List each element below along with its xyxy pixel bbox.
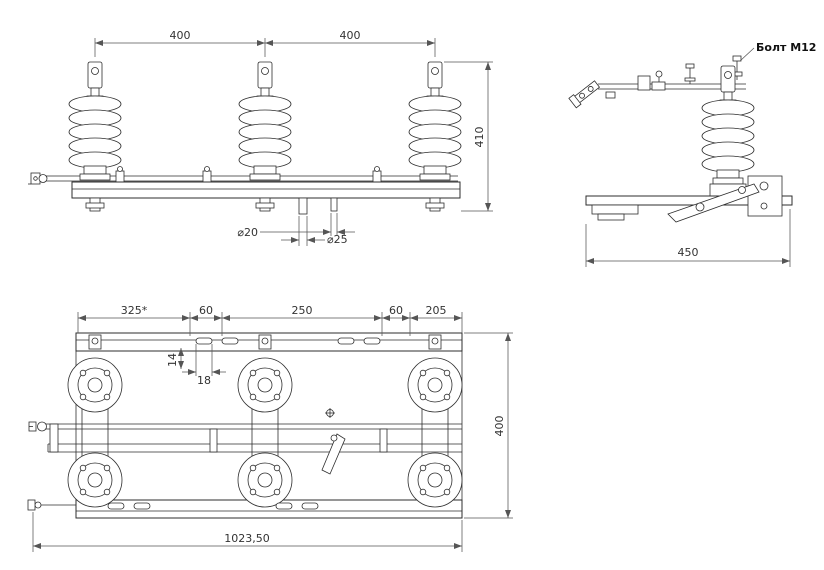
dim-label-width: 450 [678, 246, 699, 259]
shaft-handle-lower [27, 499, 76, 511]
plan-dim-chain: 325* 60 250 60 205 [77, 304, 463, 336]
shaft-post [209, 428, 218, 453]
plan-column-a [67, 334, 123, 508]
dim-label-seg3: 250 [292, 304, 313, 317]
dim-label-overall: 1023,50 [224, 532, 270, 545]
mounting-foot [85, 197, 105, 212]
mounting-foot [255, 197, 275, 212]
rod-clamp [372, 166, 382, 183]
dim-label-span-right: 400 [340, 29, 361, 42]
side-top-arm: Болт М12 [568, 41, 816, 109]
contact-jaw [605, 91, 616, 99]
plan-shaft [27, 421, 462, 511]
plan-dim-slot: 14 18 [166, 344, 226, 387]
dim-label-pin-small: ⌀20 [237, 226, 258, 239]
side-base [585, 195, 793, 221]
dim-label-span-left: 400 [170, 29, 191, 42]
dim-label-seg4: 60 [389, 304, 403, 317]
insulator-c [408, 61, 462, 181]
rod-clamp [202, 166, 212, 183]
side-dim-width: 450 [585, 209, 791, 267]
dim-label-depth: 400 [493, 416, 506, 437]
shaft-post [379, 428, 388, 453]
plan-column-b [237, 334, 293, 508]
front-dim-pin20: ⌀20 [237, 213, 355, 239]
insulator-a [68, 61, 122, 181]
dim-label-height: 410 [473, 127, 486, 148]
shaft-handle [28, 421, 47, 432]
dim-label-seg1: 325* [121, 304, 148, 317]
plan-dim-depth: 400 [464, 332, 513, 519]
insulator-b [238, 61, 292, 181]
pin-20 [330, 197, 338, 212]
arm-bolt [684, 63, 696, 84]
side-mechanism [667, 175, 783, 223]
dim-label-seg5: 205 [426, 304, 447, 317]
front-dim-pin25: ⌀25 [281, 216, 348, 246]
dim-label-seg2: 60 [199, 304, 213, 317]
plan-view: 325* 60 250 60 205 14 18 400 [27, 304, 513, 552]
flange-bottom [67, 452, 123, 508]
side-view: Болт М12 450 [568, 41, 816, 267]
dim-label-pin-large: ⌀25 [327, 233, 348, 246]
front-dim-height: 410 [444, 61, 493, 212]
plan-column-c [407, 334, 463, 508]
rod-handle [28, 172, 48, 185]
mounting-foot [425, 197, 445, 212]
base-frame [71, 181, 461, 215]
flange-bottom [407, 452, 463, 508]
bolt-m12-leader [739, 47, 755, 62]
plan-crank [321, 408, 346, 475]
flange-top [237, 357, 293, 413]
contact-blade [568, 80, 601, 109]
pin-25 [298, 197, 308, 215]
front-view: 400 400 410 ⌀25 ⌀20 [28, 29, 493, 246]
bolt-m12-label: Болт М12 [756, 41, 816, 54]
flange-bottom [237, 452, 293, 508]
rod-clamp [115, 166, 125, 183]
flange-top [67, 357, 123, 413]
dim-label-slot-offset: 14 [166, 353, 179, 367]
front-dim-span: 400 400 [94, 29, 436, 57]
operating-rod [28, 166, 458, 185]
rail-slots [107, 337, 381, 510]
arm-hardware [637, 70, 666, 91]
dim-label-slot-length: 18 [197, 374, 211, 387]
plan-dim-overall: 1023,50 [32, 512, 463, 552]
flange-top [407, 357, 463, 413]
shaft-link [49, 423, 59, 453]
